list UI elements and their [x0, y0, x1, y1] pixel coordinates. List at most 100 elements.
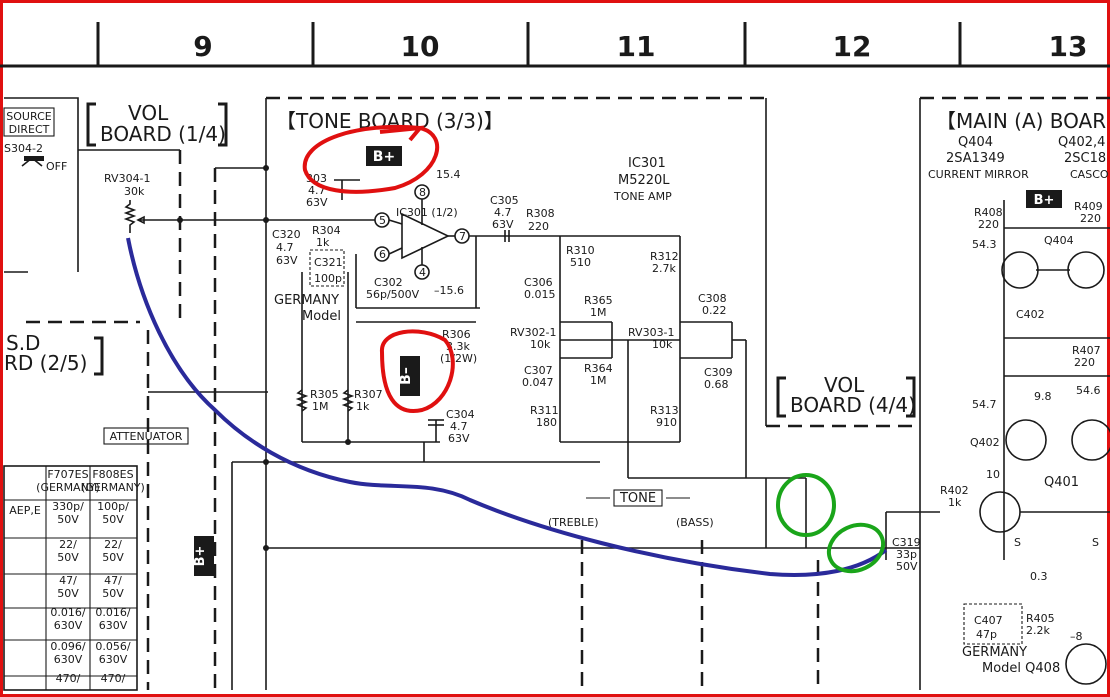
switch-off-label: OFF	[46, 160, 67, 173]
source-s1: S	[1014, 536, 1021, 549]
switch-s304-label: S304-2	[4, 142, 43, 155]
rv303-label: RV303-1	[628, 326, 675, 339]
rv302-label: RV302-1	[510, 326, 557, 339]
v03-label: 0.3	[1030, 570, 1048, 583]
r305-label: R305	[310, 388, 339, 401]
c319-value: 33p	[896, 548, 917, 561]
rv304-label: RV304-1	[104, 172, 151, 185]
svg-text:8: 8	[419, 186, 426, 199]
v10-label: 10	[986, 468, 1000, 481]
current-mirror-label: CURRENT MIRROR	[928, 168, 1029, 181]
c305-value: 4.7	[494, 206, 512, 219]
r402-label: R402	[940, 484, 969, 497]
c309-label: C309	[704, 366, 733, 379]
cascode-label: CASCO	[1070, 168, 1109, 181]
bplus-main-badge: B+	[1034, 193, 1055, 208]
r409-value: 220	[1080, 212, 1101, 225]
tone-board-block: 【TONE BOARD (3/3)】 IC301 M5220L TONE AMP…	[215, 96, 920, 690]
table-cell: 47/50V	[102, 574, 124, 600]
r308-label: R308	[526, 207, 555, 220]
table-cell: 0.096/630V	[50, 640, 85, 666]
table-cell: 330p/50V	[52, 500, 84, 526]
treble-label: (TREBLE)	[548, 516, 599, 529]
r311-value: 180	[536, 416, 557, 429]
v98-label: 9.8	[1034, 390, 1052, 403]
r408-label: R408	[974, 206, 1003, 219]
c308-label: C308	[698, 292, 727, 305]
c302-label: C302	[374, 276, 403, 289]
r307-label: R307	[354, 388, 383, 401]
vneg156-label: –15.6	[434, 284, 464, 297]
r402-value: 1k	[948, 496, 962, 509]
green-circle-switch-2	[826, 522, 886, 574]
q404-label: Q404	[958, 135, 993, 150]
v543-label: 54.3	[972, 238, 997, 251]
svg-text:B+: B+	[193, 546, 208, 567]
table-cell: 470/	[56, 672, 81, 685]
ic301-label: IC301	[628, 156, 666, 171]
r310-value: 510	[570, 256, 591, 269]
table-cell: 22/50V	[57, 538, 79, 564]
svg-text:6: 6	[379, 248, 386, 261]
c307-value: 0.047	[522, 376, 554, 389]
main-board-title: 【MAIN (A) BOAR	[936, 109, 1106, 133]
source-s2: S	[1092, 536, 1099, 549]
table-cell: 0.016/630V	[50, 606, 85, 632]
r365-label: R365	[584, 294, 613, 307]
table-cell: 0.016/630V	[95, 606, 130, 632]
c307-label: C307	[524, 364, 553, 377]
opamp-symbol	[401, 212, 450, 260]
r308-value: 220	[528, 220, 549, 233]
model-label: Model	[302, 309, 341, 324]
column-10: 10	[401, 30, 440, 63]
q402-part: 2SC18	[1064, 151, 1106, 166]
model-q408-label: Model Q408	[982, 661, 1060, 676]
r407-label: R407	[1072, 344, 1101, 357]
r365-value: 1M	[590, 306, 607, 319]
r310-label: R310	[566, 244, 595, 257]
c402-label: C402	[1016, 308, 1045, 321]
c319-voltage: 50V	[896, 560, 918, 573]
blue-annotation-path	[126, 237, 888, 577]
rv302-value: 10k	[530, 338, 551, 351]
source-direct-block: SOURCE DIRECT S304-2 OFF	[3, 97, 79, 273]
q404-part: 2SA1349	[946, 151, 1005, 166]
red-circle-bminus	[380, 329, 455, 413]
column-ruler: 9 10 11 12 13	[0, 22, 1110, 68]
q404b-label: Q404	[1044, 234, 1074, 247]
vol-board-1-title: BOARD (1/4)	[100, 122, 226, 146]
table-cell: 0.056/630V	[95, 640, 130, 666]
vneg8-label: –8	[1070, 630, 1083, 643]
ic301-part: M5220L	[618, 173, 670, 188]
source-label: SOURCE	[6, 110, 51, 123]
svg-text:7: 7	[459, 230, 466, 243]
c305-label: C305	[490, 194, 519, 207]
c308-value: 0.22	[702, 304, 727, 317]
column-11: 11	[617, 30, 656, 63]
r306-label: R306	[442, 328, 471, 341]
bplus-badge: B+	[373, 149, 395, 165]
r305-value: 1M	[312, 400, 329, 413]
c304-voltage: 63V	[448, 432, 470, 445]
column-13: 13	[1049, 30, 1088, 63]
rv303-value: 10k	[652, 338, 673, 351]
q402-4-label: Q402,4	[1058, 135, 1105, 150]
table-header-cell: F707ES(GERMANY)	[36, 468, 100, 494]
r307-value: 1k	[356, 400, 370, 413]
c320-label: C320	[272, 228, 301, 241]
c304-label: C304	[446, 408, 475, 421]
c321-label: C321	[314, 256, 343, 269]
vol-label-1: VOL	[128, 101, 169, 125]
red-circle-bplus	[302, 124, 440, 194]
tone-label: TONE	[619, 491, 656, 506]
c302-value: 56p/500V	[366, 288, 420, 301]
germany2-label: GERMANY	[962, 645, 1027, 660]
c305-voltage: 63V	[492, 218, 514, 231]
c303-voltage: 63V	[306, 196, 328, 209]
svg-text:5: 5	[379, 214, 386, 227]
r312-label: R312	[650, 250, 679, 263]
c309-value: 0.68	[704, 378, 729, 391]
table-cell: 22/50V	[102, 538, 124, 564]
